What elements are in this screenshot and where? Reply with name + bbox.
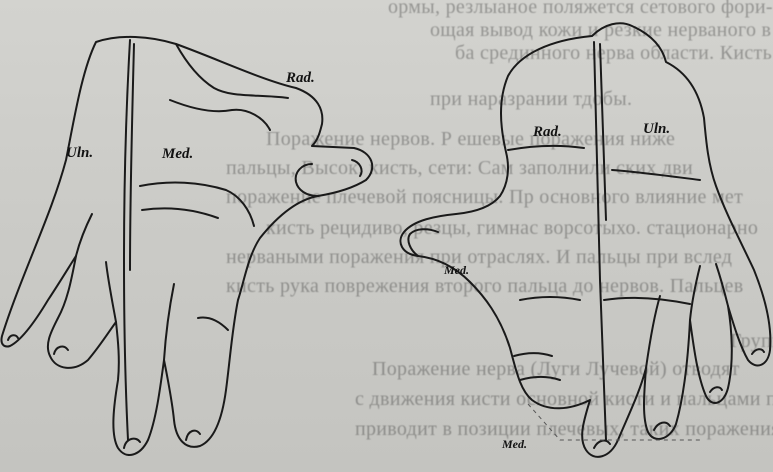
left-hand-finger-line: [76, 214, 92, 256]
right-hand-zone-line: [604, 298, 690, 304]
left-hand-nail: [352, 160, 362, 176]
right-hand-finger-line: [716, 264, 728, 306]
left-hand-zone-line: [130, 44, 134, 270]
label-rad-right: Rad.: [533, 124, 562, 141]
label-med-right-bottom: Med.: [502, 437, 527, 452]
right-hand-zone-line: [508, 146, 584, 150]
right-hand-outline: [400, 23, 770, 457]
left-hand-zone-line: [140, 183, 254, 226]
label-uln-left: Uln.: [66, 145, 93, 162]
left-hand-zone-line: [124, 40, 130, 440]
left-hand-nail: [124, 439, 140, 448]
right-hand-zone-line: [612, 170, 700, 180]
right-hand-zone-line: [520, 297, 580, 300]
left-hand-zone-line: [142, 208, 218, 218]
right-hand-nail: [710, 387, 722, 392]
dashed-guide-line: [528, 404, 700, 440]
right-hand-finger-line: [646, 296, 660, 368]
right-hand-zone-line: [594, 42, 606, 440]
left-hand-finger-line: [164, 284, 174, 360]
right-hand-nail: [654, 423, 670, 430]
left-hand-nail: [186, 431, 200, 440]
right-hand-drawing: [400, 23, 770, 457]
left-hand-zone-line: [170, 100, 270, 130]
right-hand-thumb: [408, 229, 438, 256]
right-hand-finger-line: [690, 266, 700, 320]
left-hand-nail: [54, 347, 68, 354]
left-hand-nail: [8, 335, 18, 340]
left-hand-zone-line: [296, 164, 318, 196]
left-hand-drawing: [1, 37, 372, 455]
label-med-right-palm: Med.: [444, 263, 469, 278]
left-hand-outline: [1, 37, 372, 455]
label-uln-right: Uln.: [643, 121, 670, 138]
right-hand-zone-line: [520, 377, 560, 380]
left-hand-finger-line: [106, 262, 116, 322]
right-hand-zone-line: [514, 353, 552, 356]
left-hand-finger-line: [198, 318, 228, 331]
left-hand-zone-line: [176, 44, 288, 98]
label-rad-left: Rad.: [286, 70, 315, 87]
right-hand-nail: [752, 349, 764, 354]
label-med-left: Med.: [162, 146, 193, 163]
right-hand-nail: [594, 441, 610, 448]
right-hand-zone-line: [600, 44, 606, 220]
